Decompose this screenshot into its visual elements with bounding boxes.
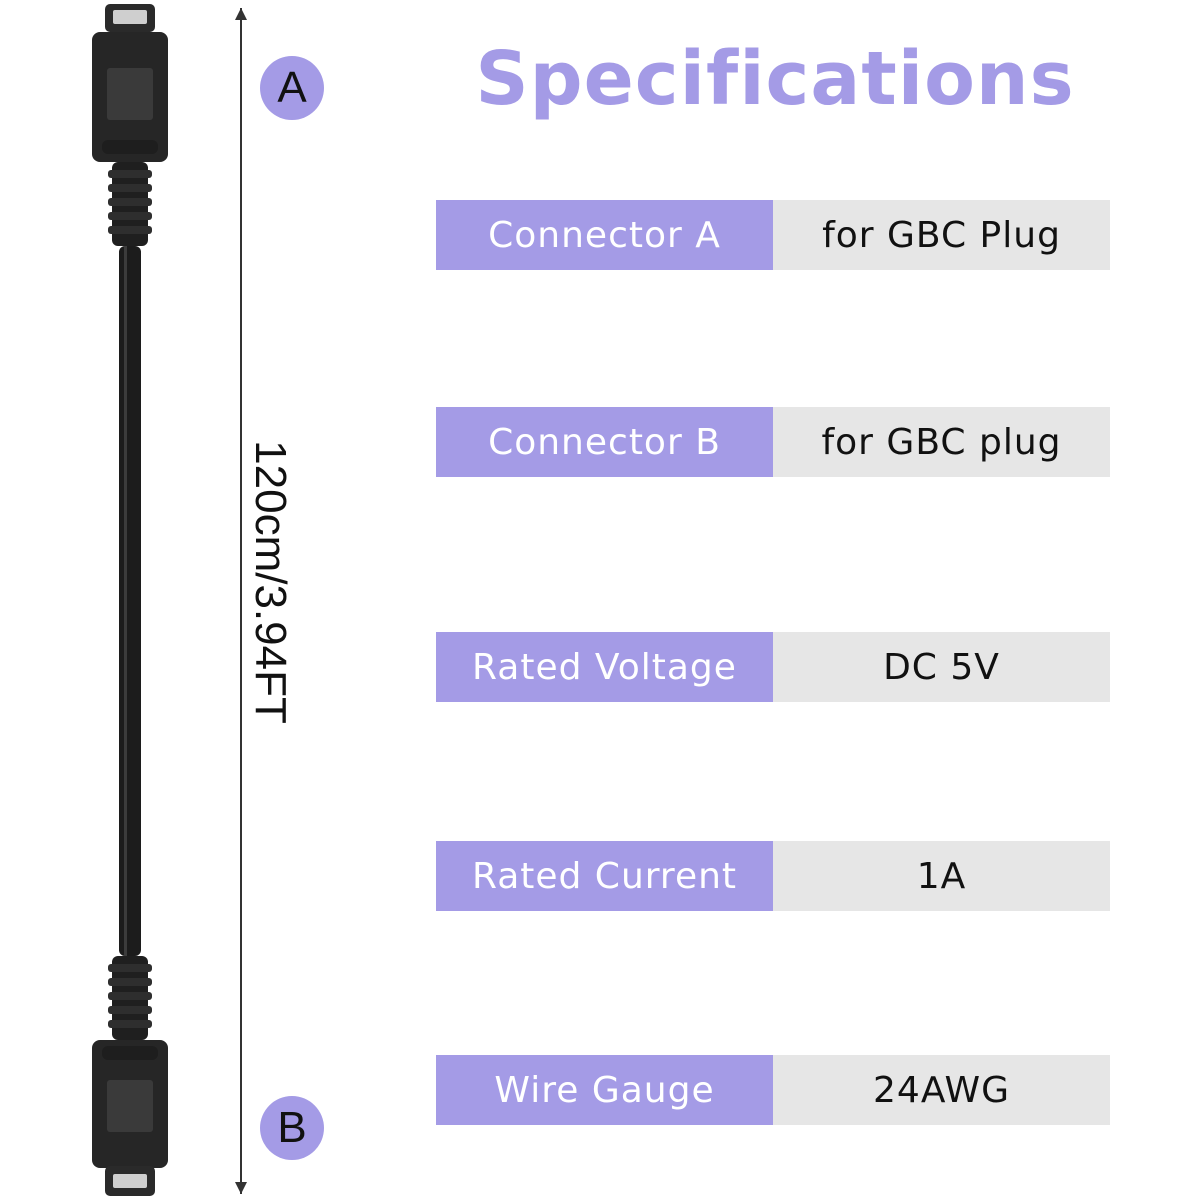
spec-label: Wire Gauge bbox=[436, 1055, 773, 1125]
page-title: Specifications bbox=[475, 36, 1075, 122]
spec-label: Connector B bbox=[436, 407, 773, 477]
bottom-strain-relief bbox=[108, 956, 152, 1040]
spec-value: for GBC plug bbox=[773, 407, 1110, 477]
link-cable-illustration bbox=[92, 4, 168, 1196]
bottom-connector-band bbox=[102, 1046, 158, 1060]
spec-row-connector-a: Connector A for GBC Plug bbox=[436, 200, 1110, 270]
spec-value: 24AWG bbox=[773, 1055, 1110, 1125]
dimension-arrow-up-icon bbox=[235, 8, 247, 20]
top-connector-label bbox=[107, 68, 153, 120]
bottom-plug-tip-metal bbox=[113, 1174, 147, 1188]
spec-value: DC 5V bbox=[773, 632, 1110, 702]
spec-value: for GBC Plug bbox=[773, 200, 1110, 270]
top-connector-band bbox=[102, 140, 158, 154]
spec-row-connector-b: Connector B for GBC plug bbox=[436, 407, 1110, 477]
dimension-arrow-down-icon bbox=[235, 1182, 247, 1194]
spec-label: Rated Voltage bbox=[436, 632, 773, 702]
spec-label: Connector A bbox=[436, 200, 773, 270]
connector-b-badge: B bbox=[260, 1096, 324, 1160]
dimension-line bbox=[240, 8, 242, 1194]
spec-row-rated-current: Rated Current 1A bbox=[436, 841, 1110, 911]
spec-label: Rated Current bbox=[436, 841, 773, 911]
spec-row-rated-voltage: Rated Voltage DC 5V bbox=[436, 632, 1110, 702]
spec-value: 1A bbox=[773, 841, 1110, 911]
bottom-connector-label bbox=[107, 1080, 153, 1132]
cable-wire bbox=[119, 246, 141, 956]
cable-highlight bbox=[124, 246, 127, 956]
top-plug-tip-metal bbox=[113, 10, 147, 24]
spec-row-wire-gauge: Wire Gauge 24AWG bbox=[436, 1055, 1110, 1125]
connector-a-badge: A bbox=[260, 56, 324, 120]
cable-length-label: 120cm/3.94FT bbox=[246, 440, 295, 724]
top-strain-relief bbox=[108, 162, 152, 246]
